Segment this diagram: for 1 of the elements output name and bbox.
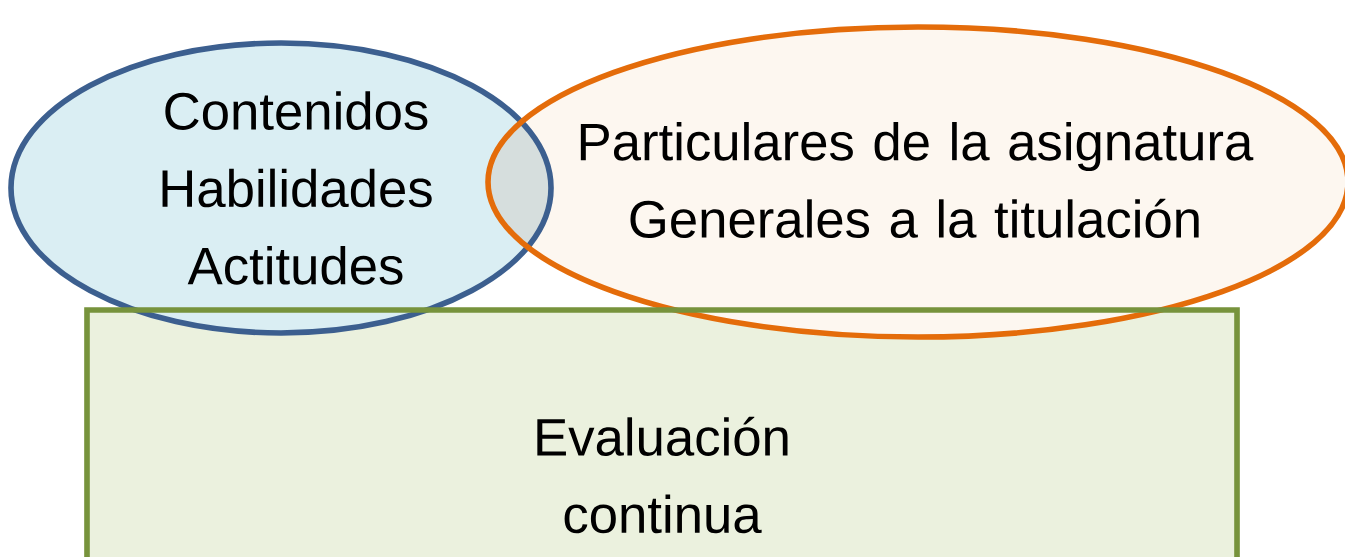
- box: Evaluación continua: [84, 307, 1240, 557]
